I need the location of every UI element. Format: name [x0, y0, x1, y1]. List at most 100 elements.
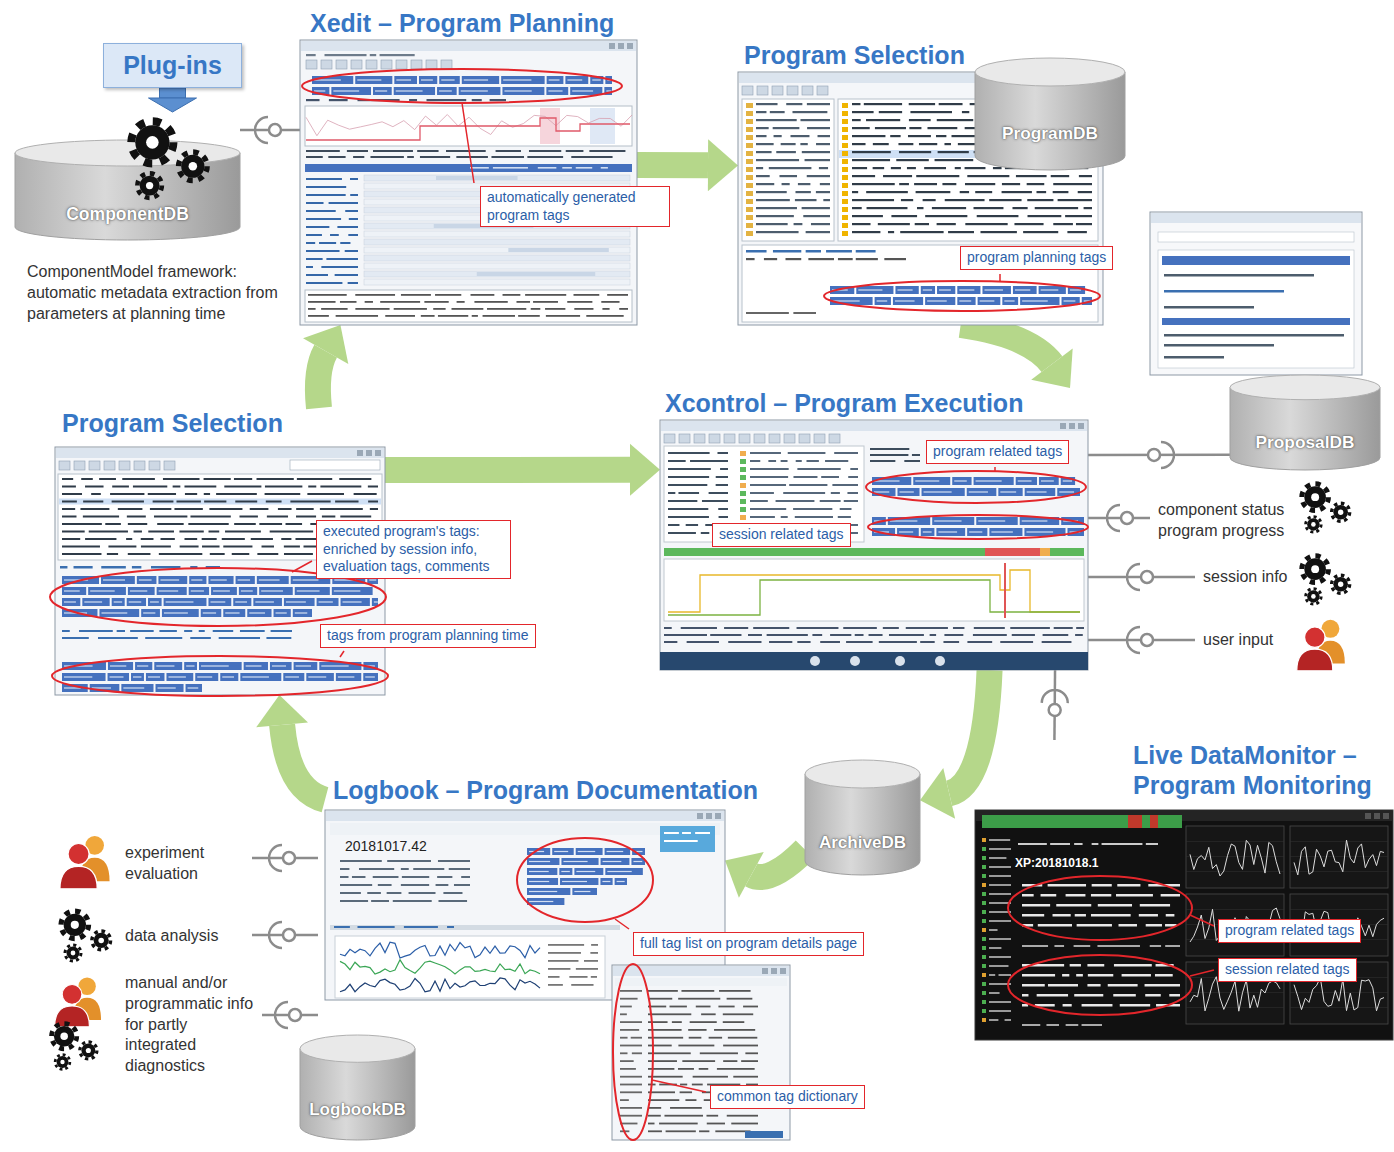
highlight-ellipse	[52, 656, 388, 696]
screen-detail	[284, 546, 300, 548]
leader-line	[994, 467, 996, 471]
screen-detail	[982, 919, 986, 923]
highlight-ellipse	[517, 838, 653, 922]
screen-detail	[306, 186, 346, 188]
screen-detail	[312, 87, 329, 95]
screen-detail	[1068, 286, 1085, 294]
screen-detail	[664, 634, 707, 636]
screen-detail	[234, 523, 256, 525]
screen-detail	[832, 484, 858, 486]
screen-detail	[799, 434, 810, 443]
screen-detail	[776, 500, 815, 502]
screen-detail	[602, 308, 609, 310]
screen-detail	[351, 60, 362, 69]
screen-detail	[900, 231, 943, 233]
screen-detail	[1140, 904, 1170, 907]
screen-detail	[852, 175, 875, 177]
screen-detail	[1165, 945, 1180, 947]
database-label: ProposalDB	[1230, 431, 1380, 453]
database-label: ProgramDB	[975, 122, 1125, 144]
label-box: component status program progress	[1158, 500, 1308, 542]
flow-arrow	[256, 695, 325, 800]
screen-detail	[1077, 924, 1112, 927]
screen-detail	[829, 434, 840, 443]
screen-detail	[834, 452, 858, 454]
screen-detail	[989, 199, 1021, 201]
screen-detail	[1029, 167, 1037, 169]
callout-box: executed program's tags: enriched by ses…	[316, 520, 511, 579]
screen-detail	[62, 684, 88, 692]
screen-detail	[746, 231, 753, 236]
screen-detail	[866, 119, 900, 121]
screen-detail	[660, 420, 1088, 670]
screen-detail	[982, 865, 986, 869]
screen-detail	[1018, 480, 1032, 481]
screen-detail	[370, 156, 403, 158]
screen-detail	[158, 687, 176, 688]
screen-detail	[795, 191, 810, 193]
screen-detail	[364, 247, 630, 253]
screen-detail	[856, 258, 878, 260]
screen-detail	[474, 301, 507, 303]
screen-detail	[257, 576, 289, 584]
screen-detail	[220, 673, 238, 681]
screen-detail	[890, 135, 900, 137]
screen-detail	[1098, 904, 1132, 907]
screen-detail	[394, 76, 417, 84]
screen-detail	[420, 156, 450, 158]
screen-detail	[879, 111, 902, 113]
screen-detail	[105, 523, 121, 525]
screen-detail	[56, 448, 384, 458]
screen-detail	[743, 1006, 758, 1008]
callout-text: session related tags	[719, 526, 844, 544]
panel-title: Program Selection	[744, 40, 965, 70]
screen-detail	[1093, 75, 1099, 81]
screen-detail	[912, 454, 920, 456]
screen-detail	[746, 183, 753, 188]
screen-detail	[396, 90, 423, 91]
screen-detail	[797, 627, 839, 629]
screen-detail	[59, 499, 381, 505]
plot-line	[1294, 978, 1384, 1011]
screen-detail	[786, 103, 802, 105]
screen-detail	[867, 207, 908, 209]
screen-detail	[787, 86, 798, 95]
screen-detail	[110, 493, 144, 495]
screen-detail	[723, 1021, 745, 1023]
screen-detail	[936, 528, 965, 536]
screen-detail	[578, 851, 595, 852]
screen-detail	[981, 159, 1019, 161]
screen-detail	[1022, 984, 1045, 987]
screen-detail	[701, 532, 710, 534]
screen-detail	[702, 500, 728, 502]
screen-detail	[919, 143, 937, 145]
screen-detail	[664, 559, 1084, 621]
screen-detail	[527, 888, 570, 895]
interface-socket	[1042, 690, 1068, 716]
screen-detail	[733, 1076, 758, 1078]
screen-detail	[607, 79, 611, 80]
screen-detail	[925, 215, 967, 217]
screen-detail	[1037, 994, 1068, 997]
flow-arrow	[385, 444, 660, 496]
screen-detail	[503, 294, 521, 296]
screen-detail	[773, 250, 801, 253]
screen-detail	[176, 501, 200, 503]
screen-detail	[159, 630, 176, 632]
screen-detail	[197, 676, 212, 677]
screen-detail	[740, 515, 746, 520]
screen-detail	[1088, 974, 1113, 977]
screen-detail	[1062, 167, 1089, 169]
screen-detail	[692, 1084, 703, 1086]
screen-detail	[783, 492, 825, 494]
screen-detail	[883, 627, 899, 629]
plot-line	[340, 942, 540, 958]
screen-detail	[874, 520, 883, 521]
screen-detail	[1022, 1004, 1028, 1007]
screen-detail	[830, 286, 854, 294]
window-row	[1164, 306, 1254, 309]
screen-detail	[782, 183, 790, 185]
screen-detail	[435, 294, 461, 296]
screen-detail	[989, 911, 1011, 913]
gears-icon	[1302, 556, 1350, 604]
